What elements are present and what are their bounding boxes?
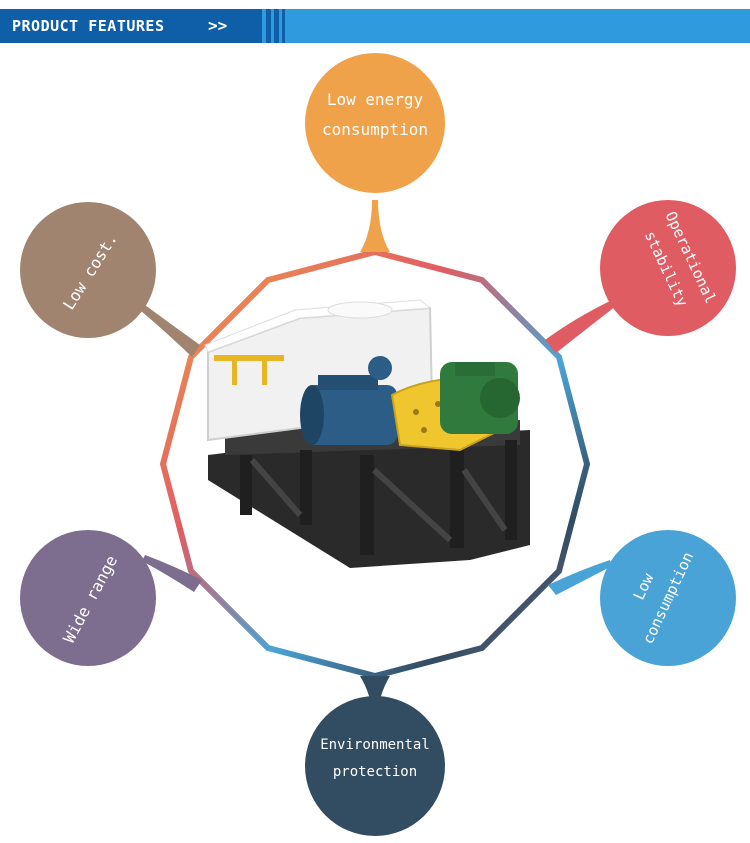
- feature-label-environmental: Environmental protection: [305, 732, 445, 785]
- connector-bottom-left: [142, 555, 202, 592]
- feature-label-line: Environmental: [320, 737, 430, 753]
- connector-top-right: [545, 300, 616, 353]
- connector-top: [360, 200, 390, 252]
- feature-bubble-low-cost: [20, 202, 156, 338]
- feature-label-low-energy: Low energy consumption: [305, 85, 445, 146]
- header-stripe: [266, 9, 271, 43]
- header-arrows: >>: [208, 16, 228, 35]
- feature-bubble-low-consumption: [600, 530, 736, 666]
- feature-label-line: Low energy: [326, 90, 424, 109]
- connector-top-left: [141, 305, 200, 357]
- feature-bubble-low-energy: [305, 53, 445, 193]
- feature-label-line: consumption: [322, 120, 428, 140]
- industrial-mixer-machine-icon: [204, 299, 530, 568]
- feature-bubble-environmental: [305, 696, 445, 836]
- feature-label-line: protection: [332, 763, 418, 780]
- connector-bottom-right: [548, 560, 612, 595]
- header-stripe: [282, 9, 285, 43]
- header-stripe: [274, 9, 279, 43]
- page-title: PRODUCT FEATURES: [12, 17, 165, 35]
- header-banner-dark-section: [0, 9, 262, 43]
- feature-bubble-operational-stability: [600, 200, 736, 336]
- header-banner: PRODUCT FEATURES >>: [0, 9, 750, 43]
- feature-bubble-wide-range: [20, 530, 156, 666]
